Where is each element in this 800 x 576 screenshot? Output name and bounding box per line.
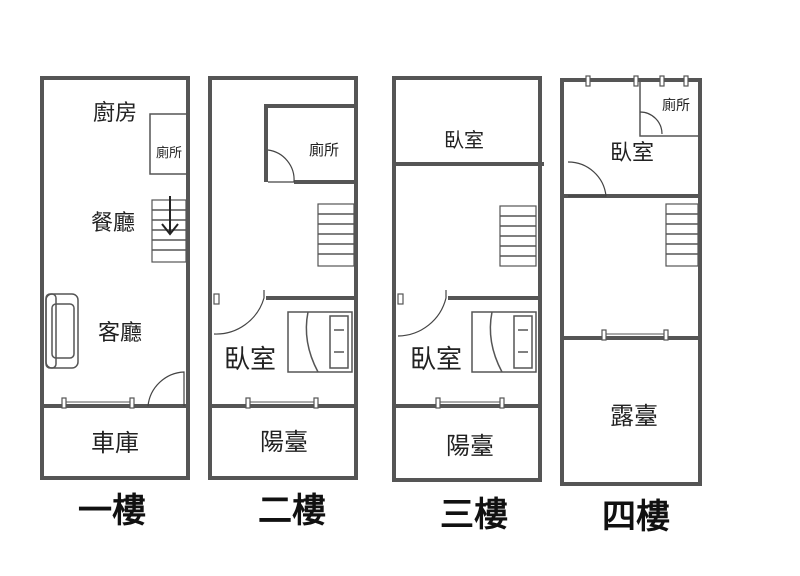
window-post [435, 397, 441, 409]
floor-4-toilet-wall [639, 82, 700, 137]
room-label-garage: 車庫 [91, 429, 139, 457]
door-swing-icon [397, 290, 447, 337]
floor-3: 臥室 臥室 陽臺 三樓 [392, 76, 544, 535]
floor-2: 廁所 臥室 陽臺 二樓 [208, 76, 358, 531]
door-swing-icon [567, 161, 607, 197]
bed-icon [471, 311, 537, 373]
door-swing-icon [147, 371, 185, 407]
window-post [663, 329, 669, 341]
wall-stub [397, 293, 404, 305]
door-swing-icon [639, 111, 663, 135]
sofa-icon [45, 293, 79, 369]
room-label-bedroom-top: 臥室 [444, 128, 484, 152]
floor-1: 廚房 廁所 餐廳 客廳 車庫 一樓 [40, 76, 190, 531]
window-post [61, 397, 67, 409]
window-post [585, 75, 591, 87]
room-label-living: 客廳 [98, 321, 142, 346]
window-post [499, 397, 505, 409]
floor-4-outline [560, 78, 702, 486]
floor-1-outline [40, 76, 190, 480]
window-post [633, 75, 639, 87]
floor-label: 二樓 [258, 491, 326, 531]
floor-label: 一樓 [78, 491, 146, 531]
door-swing-icon [267, 149, 295, 183]
stairs-icon [317, 203, 355, 267]
room-label-toilet: 廁所 [156, 145, 182, 161]
bed-icon [287, 311, 353, 373]
room-label-bedroom: 臥室 [410, 345, 462, 375]
window-post [683, 75, 689, 87]
door-swing-icon [213, 290, 265, 335]
window-post [313, 397, 319, 409]
wall-stub [213, 293, 220, 305]
room-label-terrace: 露臺 [610, 402, 658, 430]
floor-4: 廁所 臥室 露臺 四樓 [560, 75, 702, 537]
room-label-toilet: 廁所 [662, 97, 690, 114]
room-label-kitchen: 廚房 [93, 101, 137, 126]
floor-label: 三樓 [440, 495, 508, 535]
room-label-bedroom: 臥室 [224, 345, 276, 375]
room-label-toilet: 廁所 [309, 141, 339, 159]
floor-1-toilet-room [149, 113, 189, 175]
window-post [129, 397, 135, 409]
window-post [245, 397, 251, 409]
stairs-icon [665, 203, 699, 267]
floor-2-outline [208, 76, 358, 480]
room-label-balcony: 陽臺 [446, 432, 494, 460]
room-label-dining: 餐廳 [91, 211, 135, 236]
floor-label: 四樓 [602, 497, 670, 537]
window-post [601, 329, 607, 341]
stairs-icon [499, 205, 537, 267]
floor-3-outline [392, 76, 542, 482]
window-post [659, 75, 665, 87]
down-arrow-icon [161, 196, 179, 236]
floor-2-toilet-wall [264, 104, 356, 182]
room-label-balcony: 陽臺 [260, 428, 308, 456]
room-label-bedroom: 臥室 [610, 141, 654, 166]
